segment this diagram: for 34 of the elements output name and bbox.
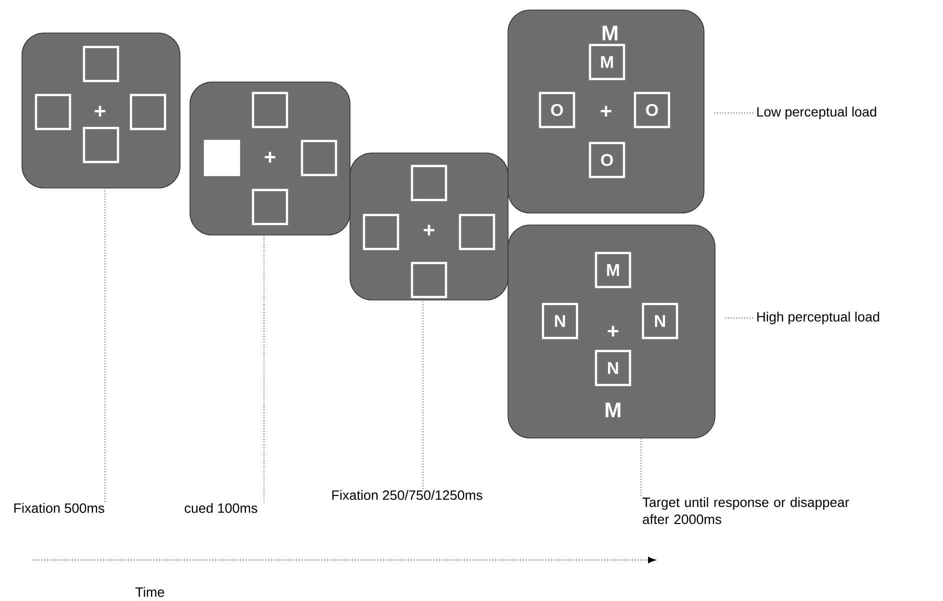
screen-panel: + [350, 152, 508, 300]
leader-line [640, 438, 642, 496]
letter-square: N [642, 302, 678, 340]
letter-square: M [588, 44, 626, 80]
leader-line [714, 112, 754, 114]
empty-square [130, 94, 166, 130]
empty-square [82, 46, 120, 82]
empty-square [252, 92, 288, 128]
text-label: High perceptual load [757, 312, 880, 324]
text-label: cued 100ms [184, 503, 258, 513]
text-label: Fixation 500ms [14, 503, 104, 513]
letter-square: M [594, 252, 632, 288]
screen-panel: + [22, 32, 180, 188]
axis-label: Time [136, 587, 164, 597]
empty-square [252, 188, 288, 226]
filled-square [204, 140, 240, 176]
text-label: Fixation 250/750/1250ms [332, 490, 482, 500]
empty-square [410, 262, 448, 298]
text-label: Target until response or disappear after 2000ms [642, 497, 850, 524]
letter-square: O [588, 142, 626, 178]
leader-line [422, 300, 424, 490]
letter-square: O [538, 92, 576, 128]
empty-square [34, 94, 72, 130]
empty-square [300, 140, 338, 176]
letter-square: O [634, 92, 670, 128]
text-label: Low perceptual load [757, 106, 876, 120]
empty-square [458, 214, 496, 250]
screen-panel: + [190, 82, 350, 236]
letter-square: N [594, 350, 632, 386]
leader-line [104, 188, 106, 502]
empty-square [362, 214, 400, 250]
letter-square: N [542, 302, 578, 340]
empty-square [410, 164, 448, 202]
empty-square [82, 126, 120, 164]
